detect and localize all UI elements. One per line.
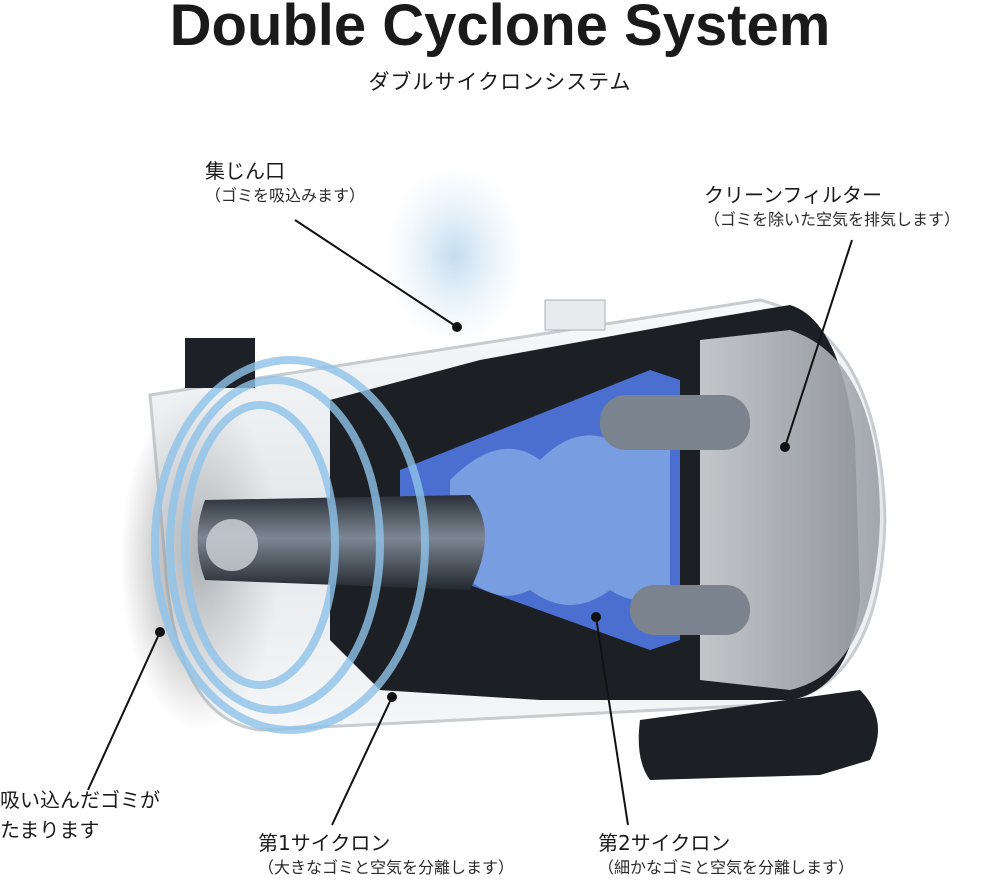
central-tube [197,495,485,590]
dust-leader-line [87,631,161,791]
first-cyclone-airflow [151,356,429,734]
filter-leader-line [784,239,853,448]
inlet-label: 集じん口 （ゴミを吸込みます） [205,158,365,208]
cyclone-swirl [450,431,670,605]
bottom-handle [638,690,878,780]
cyclone1-leader-line [331,696,393,826]
inlet-leader-line [294,219,458,328]
top-rib [544,299,606,331]
cyclone1-label: 第1サイクロン （大きなゴミと空気を分離します） [258,830,514,880]
outlet-tube-lower [630,585,750,635]
cyclone2-label: 第2サイクロン （細かなゴミと空気を分離します） [598,830,854,880]
inlet-label-desc: （ゴミを吸込みます） [205,186,366,205]
cyclone1-leader-dot [387,692,397,702]
inlet-leader-dot [452,322,462,332]
dust-label: 吸い込んだゴミが たまります [0,787,160,843]
top-latch [185,338,255,388]
page-subtitle: ダブルサイクロンシステム [368,70,632,94]
cyclone2-label-desc: （細かなゴミと空気を分離します） [598,858,855,877]
outlet-tube-upper [600,395,750,450]
filter-label-title: クリーンフィルター [704,183,882,207]
tube-end-cap [206,519,258,571]
cyclone2-leader-dot [591,612,601,622]
filter-label-desc: （ゴミを除いた空気を排気します） [704,210,961,229]
cyclone2-label-title: 第2サイクロン [598,831,731,855]
inlet-label-title: 集じん口 [205,159,285,183]
clean-filter-lens [700,330,880,690]
filter-label: クリーンフィルター （ゴミを除いた空気を排気します） [704,182,960,232]
cyclone1-label-title: 第1サイクロン [258,831,391,855]
filter-leader-dot [780,442,790,452]
inlet-airflow [385,165,525,345]
cyclone2-leader-line [595,616,629,826]
cyclone1-label-desc: （大きなゴミと空気を分離します） [258,858,515,877]
page-title: Double Cyclone System [169,0,831,58]
dust-label-line2: たまります [0,818,100,842]
dust-leader-dot [155,627,165,637]
dust-label-line1: 吸い込んだゴミが [0,788,160,812]
